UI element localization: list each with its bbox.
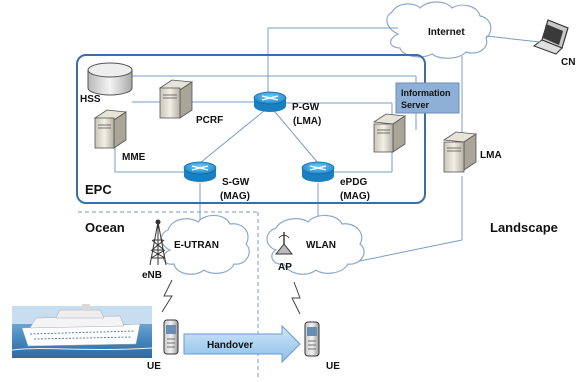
- pcrf-server-icon: [158, 79, 194, 119]
- lma-label: LMA: [480, 150, 502, 161]
- landscape-label: Landscape: [490, 220, 558, 235]
- ue-phone-icon-right: [304, 321, 320, 357]
- epdg-role-label: (MAG): [340, 191, 370, 202]
- ap-label: AP: [278, 262, 292, 273]
- ue-phone-icon-left: [163, 319, 179, 355]
- pgw-role-label: (LMA): [293, 116, 321, 127]
- mme-server-icon: [93, 109, 128, 149]
- pgw-router-icon: [253, 91, 287, 112]
- enb-tower-icon: [149, 219, 167, 266]
- internet-label: Internet: [428, 27, 465, 38]
- cruise-ship-image: [11, 304, 153, 358]
- radio-link-icon: [161, 279, 173, 313]
- ocean-boundary: [78, 211, 259, 377]
- pcrf-label: PCRF: [196, 115, 223, 126]
- ocean-label: Ocean: [85, 220, 125, 235]
- eutran-cloud: E-UTRAN: [160, 214, 250, 275]
- wlan-cloud: WLAN: [266, 214, 365, 275]
- pgw-label: P-GW: [292, 102, 320, 113]
- cn-label: CN: [561, 57, 575, 68]
- eutran-label: E-UTRAN: [174, 240, 219, 251]
- epc-label: EPC: [85, 182, 112, 197]
- info-server-label-2: Server: [401, 100, 430, 110]
- hss-database-icon: [87, 62, 133, 96]
- sgw-role-label: (MAG): [220, 191, 250, 202]
- enb-label: eNB: [142, 270, 162, 281]
- info-server-label-1: Information: [401, 88, 451, 98]
- epdg-router-icon: [301, 161, 335, 182]
- wlan-label: WLAN: [306, 240, 336, 251]
- sgw-router-icon: [183, 161, 217, 182]
- handover-label: Handover: [207, 340, 253, 351]
- handover-arrow: Handover: [183, 324, 301, 364]
- epc-box: [76, 54, 426, 204]
- radio-link-icon: [291, 281, 301, 315]
- epdg-label: ePDG: [340, 177, 367, 188]
- internet-cloud: Internet: [386, 1, 492, 59]
- ap-antenna-icon: [274, 232, 294, 255]
- epdg-server-icon: [372, 113, 407, 153]
- sgw-label: S-GW: [222, 177, 250, 188]
- ue-right-label: UE: [326, 361, 340, 372]
- hss-label: HSS: [80, 94, 101, 105]
- ue-left-label: UE: [147, 361, 161, 372]
- information-server-box: Information Server: [395, 82, 460, 114]
- mme-label: MME: [122, 152, 146, 163]
- laptop-icon: [532, 19, 569, 55]
- lma-server-icon: [442, 131, 478, 173]
